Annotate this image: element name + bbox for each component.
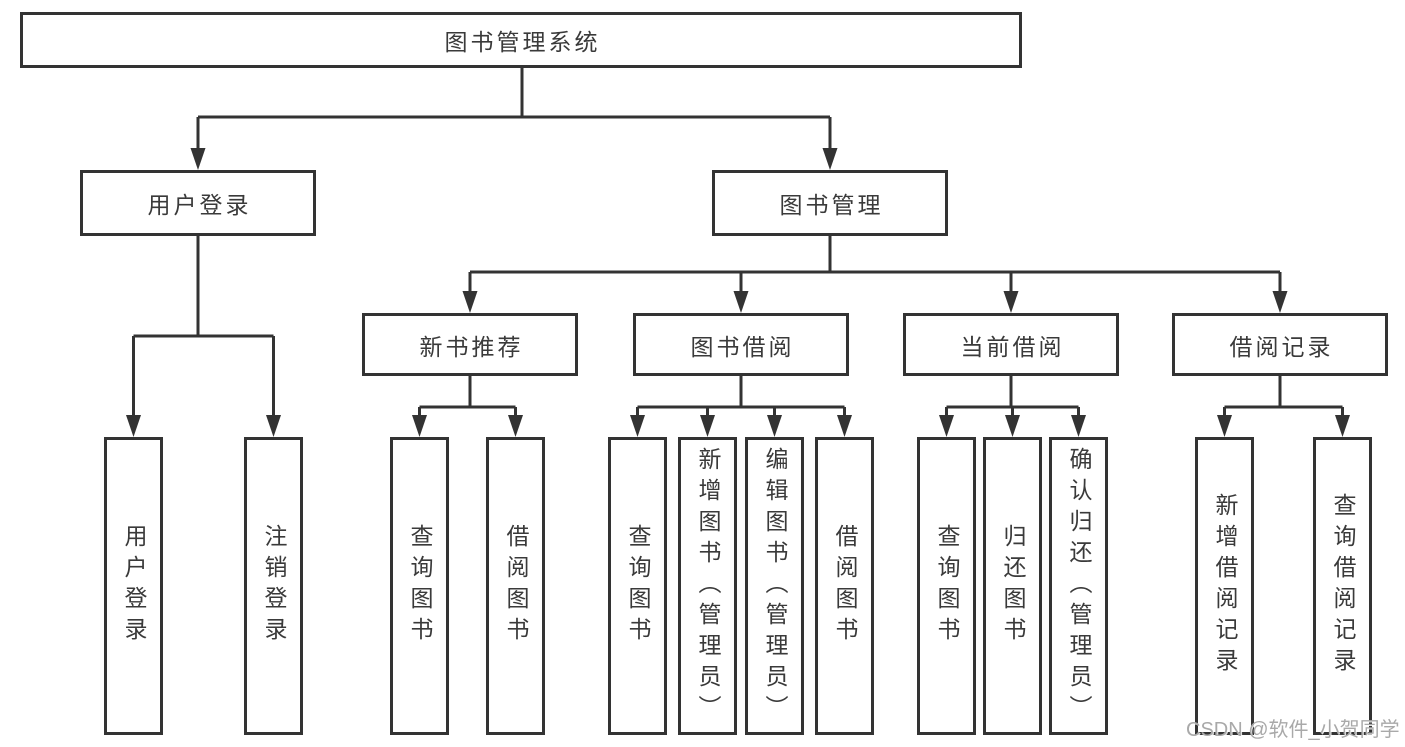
leaf-records-add-record: 新增借阅记录 <box>1195 437 1254 735</box>
leaf-records-add-record-label: 新增借阅记录 <box>1212 493 1238 679</box>
leaf-current-return-books-label: 归还图书 <box>1000 524 1026 648</box>
leaf-current-confirm-return-admin-label: 确认归还（管理员） <box>1066 446 1092 726</box>
node-current-borrow-label: 当前借阅 <box>960 333 1065 360</box>
leaf-logout-label: 注销登录 <box>261 524 287 648</box>
node-root-system: 图书管理系统 <box>20 12 1022 68</box>
leaf-borrow-edit-books-admin-label: 编辑图书（管理员） <box>762 446 788 726</box>
watermark: CSDN @软件_小贺同学 <box>1186 719 1400 741</box>
leaf-borrow-add-books-admin: 新增图书（管理员） <box>678 437 737 735</box>
leaf-newbooks-query-books: 查询图书 <box>390 437 449 735</box>
node-user-login: 用户登录 <box>80 170 316 236</box>
leaf-user-login: 用户登录 <box>104 437 163 735</box>
leaf-logout: 注销登录 <box>244 437 303 735</box>
node-new-book-recommend: 新书推荐 <box>362 313 578 376</box>
node-user-login-label: 用户登录 <box>147 192 252 218</box>
leaf-borrow-add-books-admin-label: 新增图书（管理员） <box>695 446 721 726</box>
node-book-management: 图书管理 <box>712 170 948 236</box>
leaf-borrow-query-books: 查询图书 <box>608 437 667 735</box>
leaf-borrow-edit-books-admin: 编辑图书（管理员） <box>745 437 804 735</box>
leaf-user-login-label: 用户登录 <box>121 524 147 648</box>
leaf-current-confirm-return-admin: 确认归还（管理员） <box>1049 437 1108 735</box>
leaf-borrow-borrow-books: 借阅图书 <box>815 437 874 735</box>
node-book-management-label: 图书管理 <box>779 192 884 218</box>
leaf-newbooks-borrow-books: 借阅图书 <box>486 437 545 735</box>
node-borrow-records: 借阅记录 <box>1172 313 1388 376</box>
node-book-borrow-label: 图书借阅 <box>690 333 795 360</box>
node-new-book-recommend-label: 新书推荐 <box>419 333 524 360</box>
leaf-borrow-query-books-label: 查询图书 <box>625 524 651 648</box>
leaf-current-query-books: 查询图书 <box>917 437 976 735</box>
leaf-records-query-record: 查询借阅记录 <box>1313 437 1372 735</box>
leaf-borrow-borrow-books-label: 借阅图书 <box>832 524 858 648</box>
leaf-current-return-books: 归还图书 <box>983 437 1042 735</box>
node-current-borrow: 当前借阅 <box>903 313 1119 376</box>
node-borrow-records-label: 借阅记录 <box>1229 333 1334 360</box>
node-book-borrow: 图书借阅 <box>633 313 849 376</box>
leaf-newbooks-borrow-books-label: 借阅图书 <box>503 524 529 648</box>
leaf-newbooks-query-books-label: 查询图书 <box>407 524 433 648</box>
leaf-records-query-record-label: 查询借阅记录 <box>1330 493 1356 679</box>
node-root-label: 图书管理系统 <box>444 29 601 55</box>
leaf-current-query-books-label: 查询图书 <box>934 524 960 648</box>
